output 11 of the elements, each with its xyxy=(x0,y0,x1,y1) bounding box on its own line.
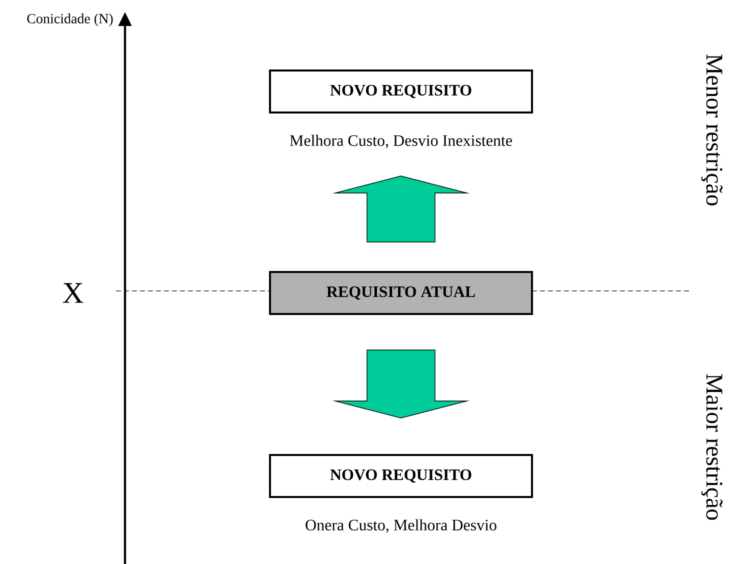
description-text: Onera Custo, Melhora Desvio xyxy=(306,519,496,533)
side-label: Menor restrição xyxy=(701,54,723,206)
axis-label: Conicidade (N) xyxy=(27,14,113,26)
requirement-box: REQUISITO ATUAL xyxy=(269,270,533,315)
axis-value-label: X xyxy=(62,283,84,303)
description-text: Melhora Custo, Desvio Inexistente xyxy=(290,134,512,148)
requirement-box: NOVO REQUISITO xyxy=(269,70,533,114)
side-label: Maior restrição xyxy=(701,374,723,520)
block-arrow xyxy=(332,350,470,418)
block-arrow xyxy=(332,176,470,242)
requirement-box: NOVO REQUISITO xyxy=(269,454,533,498)
